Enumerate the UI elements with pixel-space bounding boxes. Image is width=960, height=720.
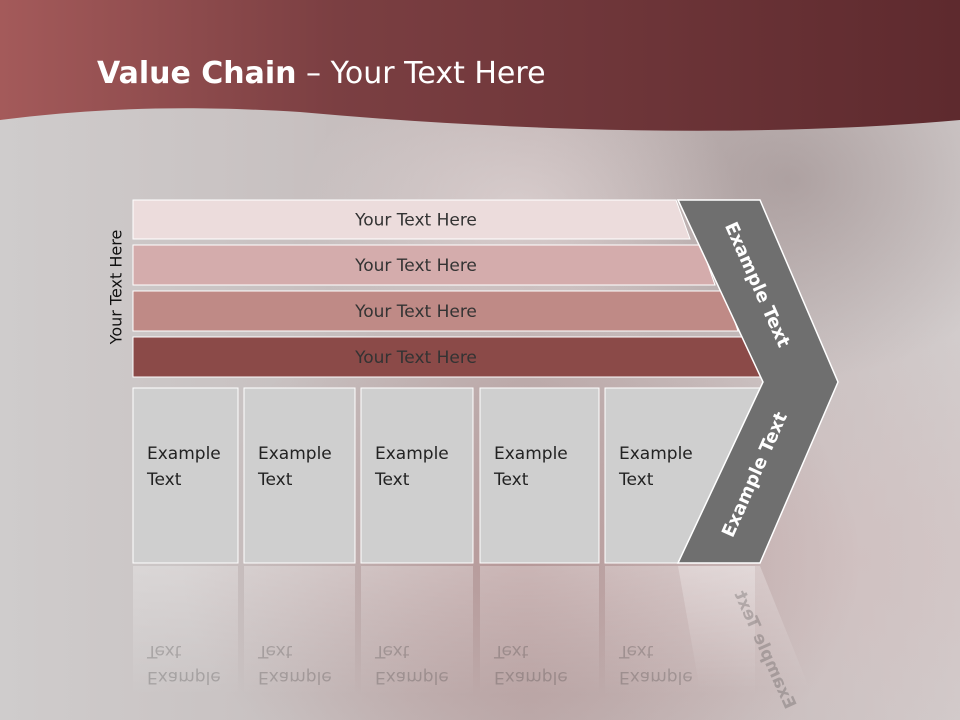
title-rest: – Your Text Here [296, 56, 546, 91]
primary-box-line1-1: Example [147, 444, 221, 464]
primary-box-4 [479, 387, 600, 564]
box-reflection-line2-2: Text [257, 641, 293, 661]
chevron-shape [676, 199, 839, 564]
header-banner [0, 0, 960, 131]
primary-box-line1-4: Example [494, 444, 568, 464]
box-reflection-line1-5: Example [619, 667, 693, 687]
primary-box-line2-5: Text [618, 470, 654, 490]
box-reflection-line2-3: Text [374, 641, 410, 661]
box-reflection-line1-2: Example [258, 667, 332, 687]
box-reflection-4 [480, 566, 599, 696]
box-reflection-line2-1: Text [146, 641, 182, 661]
primary-box-2 [243, 387, 356, 564]
chevron-reflection [678, 566, 810, 690]
box-reflection-1 [133, 566, 238, 696]
primary-box-line1-5: Example [619, 444, 693, 464]
primary-box-3 [360, 387, 474, 564]
primary-box-line2-4: Text [493, 470, 529, 490]
primary-box-line1-3: Example [375, 444, 449, 464]
support-bar-label-2: Your Text Here [354, 256, 477, 276]
primary-box-line2-3: Text [374, 470, 410, 490]
box-reflection-line1-3: Example [375, 667, 449, 687]
box-reflection-3 [361, 566, 473, 696]
primary-box-1 [132, 387, 239, 564]
primary-box-line2-1: Text [146, 470, 182, 490]
primary-box-line2-2: Text [257, 470, 293, 490]
title-bold: Value Chain [97, 56, 297, 91]
box-reflection-2 [244, 566, 355, 696]
primary-box-line1-2: Example [258, 444, 332, 464]
box-reflection-line2-4: Text [493, 641, 529, 661]
support-bar-1 [132, 199, 691, 240]
support-bar-label-3: Your Text Here [354, 302, 477, 322]
box-reflection-line1-4: Example [494, 667, 568, 687]
support-bar-label-4: Your Text Here [354, 348, 477, 368]
support-bar-label-1: Your Text Here [354, 211, 477, 231]
box-reflection-line1-1: Example [147, 667, 221, 687]
page-title: Value Chain – Your Text Here [97, 54, 546, 94]
support-bar-2 [132, 244, 716, 286]
support-bar-3 [132, 290, 739, 332]
box-reflection-line2-5: Text [618, 641, 654, 661]
